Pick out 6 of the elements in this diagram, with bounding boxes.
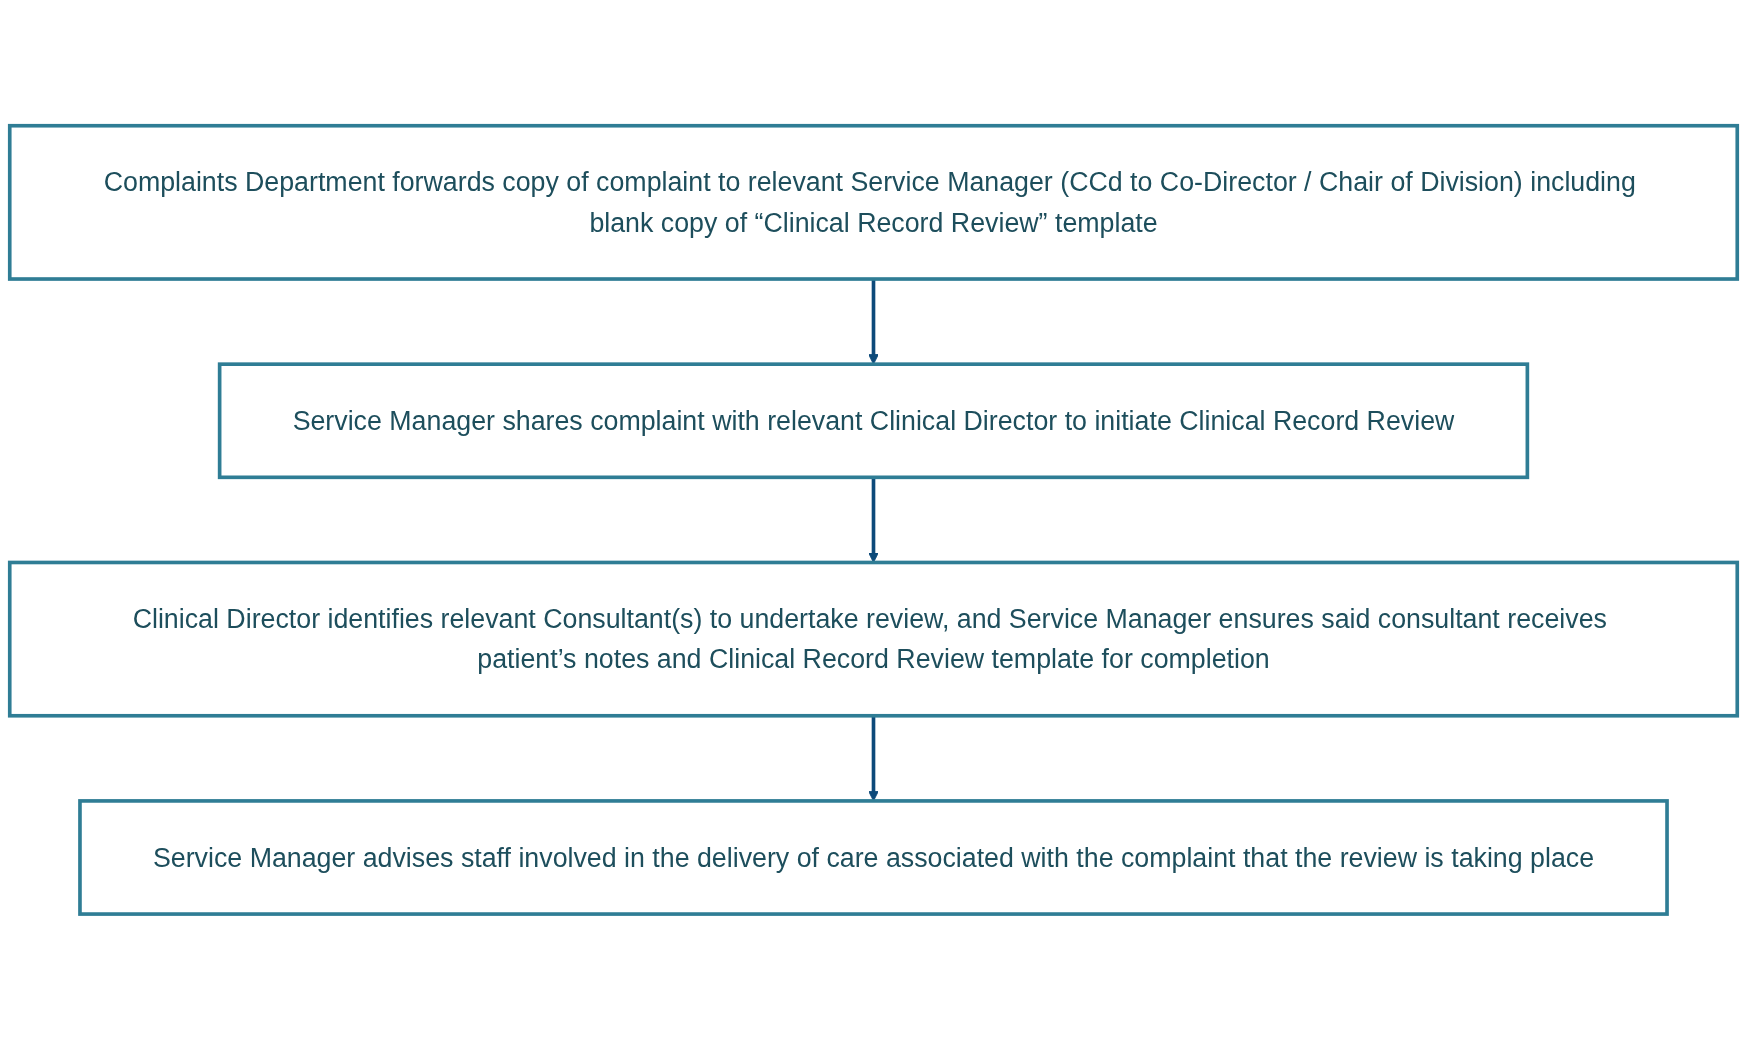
arrow xyxy=(868,279,879,365)
node-box: Service Manager advises staff involved in the delivery of care associated with the complaint that the review is taking place xyxy=(78,799,1669,916)
node-box: Service Manager shares complaint with relevant Clinical Director to initiate Clinical Record Review xyxy=(217,362,1530,480)
node-box: Complaints Department forwards copy of complaint to relevant Service Manager (CCd to Co-Director / Chair of Division) including blank copy of “Clinical Record Review” template xyxy=(7,124,1740,281)
node-box: Clinical Director identifies relevant Consultant(s) to undertake review, and Service Manager ensures said consultant receives patient’s notes and Clinical Record Review template for completion xyxy=(7,560,1740,718)
arrow xyxy=(868,715,879,802)
